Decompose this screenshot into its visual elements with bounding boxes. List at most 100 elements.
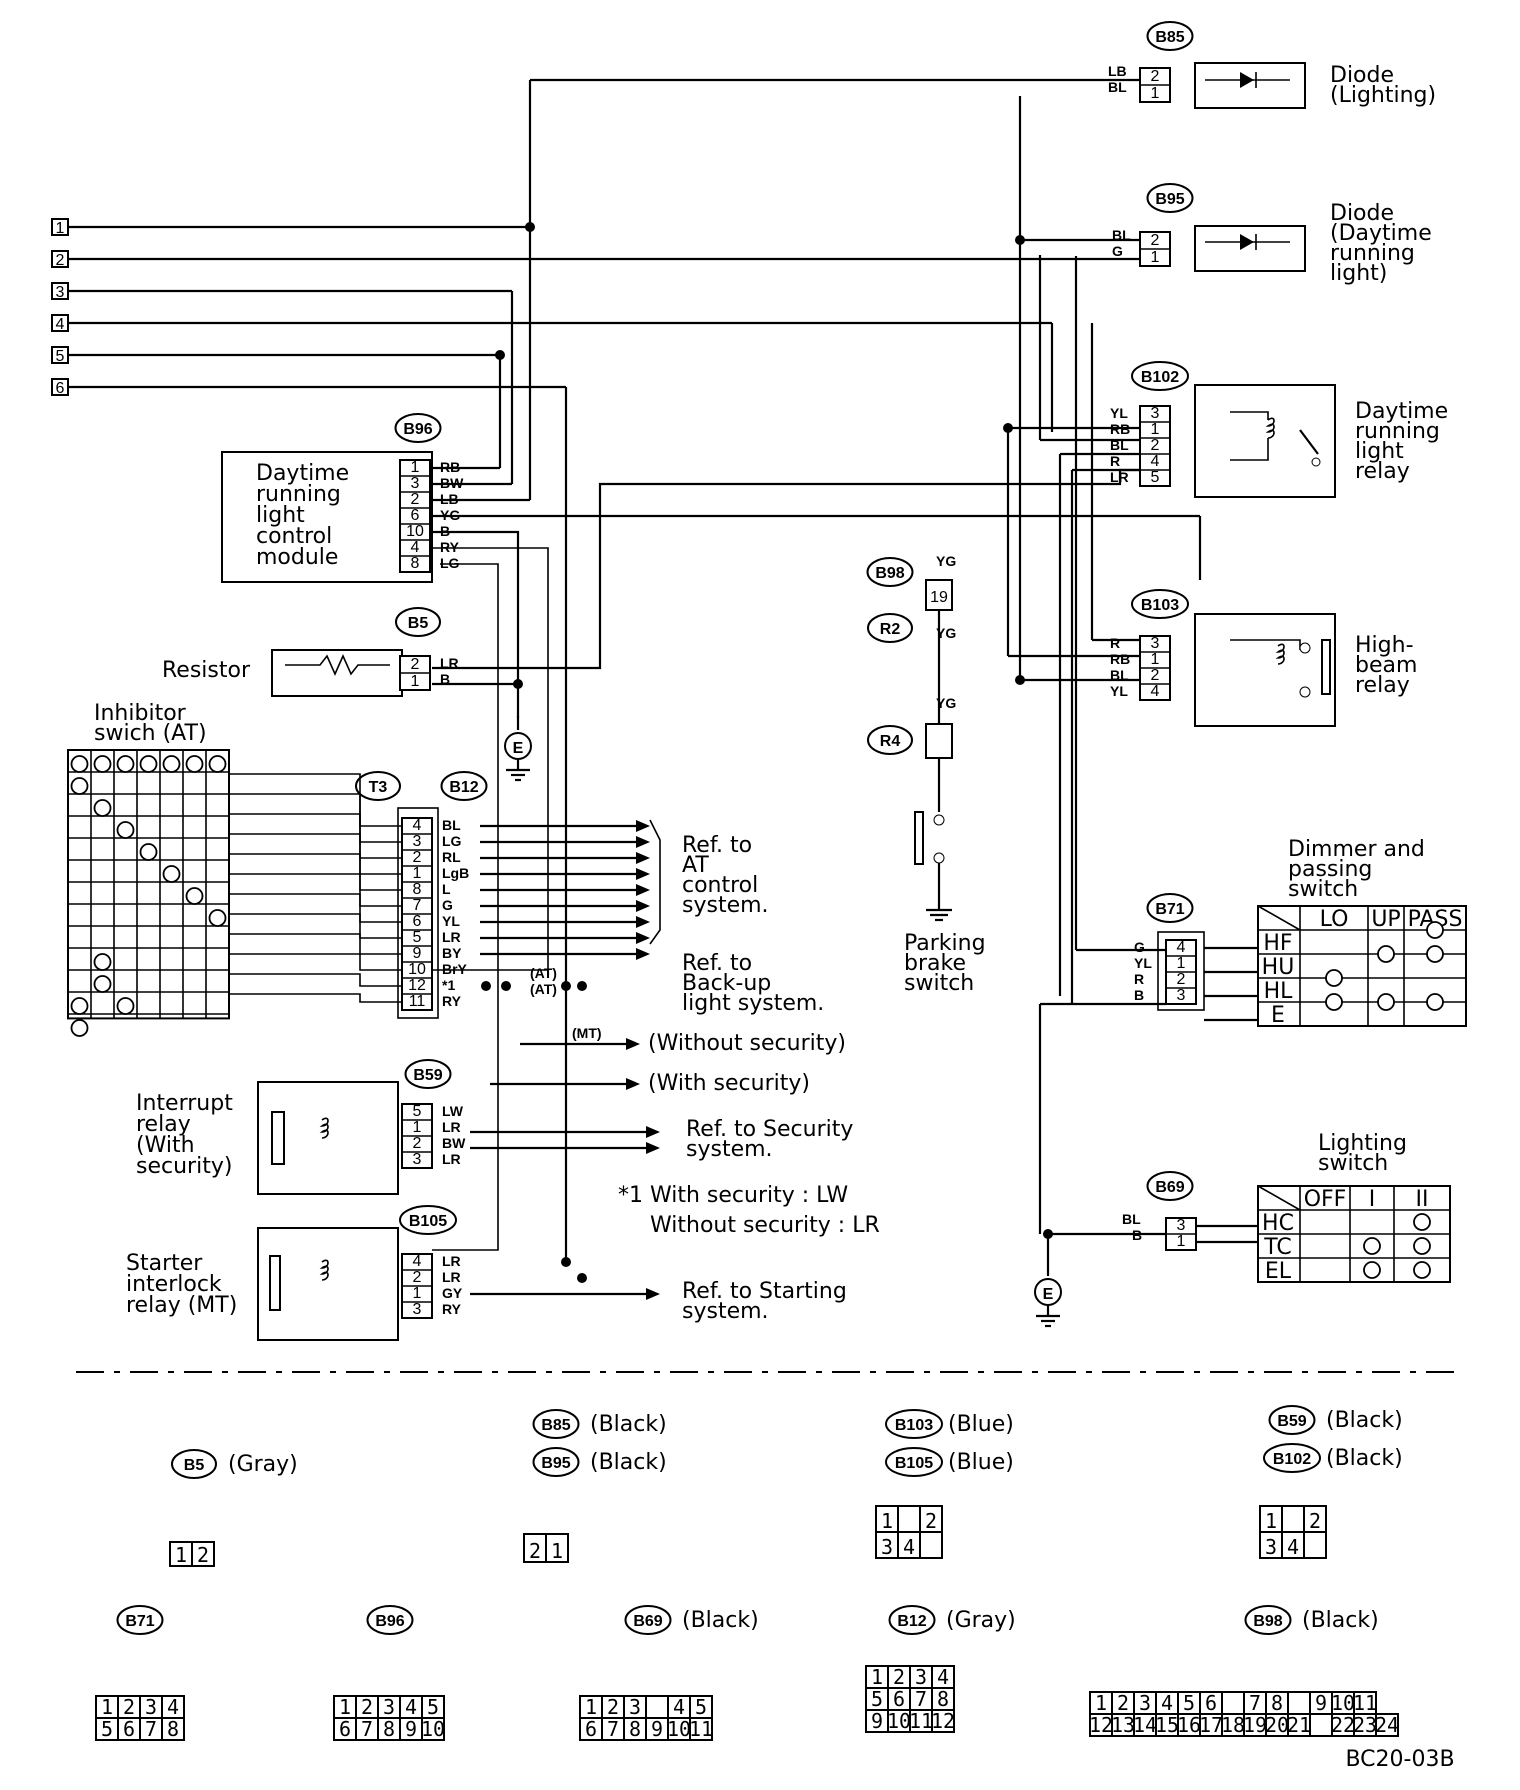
legend-connector-color: (Black) (1326, 1408, 1403, 1433)
b69-wire-color: BL (1122, 1211, 1141, 1227)
legend-connector-id-oval (1263, 1443, 1321, 1473)
dimmer-contact (1426, 945, 1444, 963)
inhibitor-contact (185, 887, 204, 905)
relay-coil (319, 1117, 329, 1139)
relay-box (1194, 613, 1336, 727)
note-star-2: Without security : LR (650, 1213, 880, 1238)
connector-cell-label: 7 (607, 1717, 619, 1741)
legend-connector-id: B5 (184, 1457, 205, 1474)
b96-pins (399, 459, 431, 573)
inhibitor-wire (229, 913, 402, 939)
b105-wire-color: RY (442, 1301, 462, 1317)
b102-pins (1139, 405, 1171, 487)
connector-cell-label: 5 (695, 1695, 707, 1719)
connector-cell-label: 2 (123, 1695, 135, 1719)
r4-pin-box (925, 723, 953, 759)
connector-cell-label: 1 (339, 1695, 351, 1719)
connector-cell-label: 3 (915, 1665, 927, 1689)
connector-cell-label: 2 (197, 1543, 209, 1567)
legend-connector-id: B95 (541, 1455, 570, 1472)
connector-cell-label: 7 (361, 1717, 373, 1741)
b105-pin: 2 (413, 1269, 422, 1286)
connector-cell-label: 9 (1315, 1691, 1327, 1715)
relay-coil (1265, 417, 1275, 439)
b102-id-oval (1131, 361, 1189, 391)
relay-box (257, 1227, 399, 1341)
connector-cell-label: 7 (1249, 1691, 1261, 1715)
b71-pin: 2 (1177, 971, 1186, 988)
connector-cell-label: 3 (1265, 1535, 1277, 1559)
b12-pin: 10 (408, 961, 426, 978)
b12-wire-color: BrY (442, 961, 468, 977)
inhibitor-contact (208, 909, 227, 927)
connector-cell-label: 4 (167, 1695, 179, 1719)
legend-connector-id-oval (624, 1605, 672, 1635)
b5-name: Resistor (162, 658, 251, 683)
b102-pin: 3 (1151, 405, 1160, 422)
connector-cell-label: 1 (101, 1695, 113, 1719)
b105-pin: 1 (413, 1285, 422, 1302)
b102-pin: 2 (1151, 437, 1160, 454)
b95-wire-color: G (1112, 243, 1123, 259)
connector-cell (1287, 1691, 1311, 1715)
switch-contact (933, 852, 945, 864)
b96-id: B96 (403, 421, 432, 438)
connector-cell (897, 1505, 921, 1533)
legend-connector-color: (Black) (1326, 1446, 1403, 1471)
wire (432, 547, 549, 971)
connector-cell (161, 1717, 185, 1741)
b102-pin: 5 (1151, 469, 1160, 486)
connector-cell-label: 10 (1331, 1691, 1355, 1715)
inhibitor-wire (229, 973, 402, 987)
connector-cell (1281, 1505, 1305, 1533)
inhibitor-wire (229, 893, 402, 923)
wire (432, 563, 499, 1251)
inhibitor-contact (116, 755, 135, 773)
connector-cell-label: 3 (629, 1695, 641, 1719)
b103-pin: 3 (1151, 635, 1160, 652)
connector-cell-label: 1 (1095, 1691, 1107, 1715)
connector-cell-label: 5 (427, 1695, 439, 1719)
terminal-number: 2 (56, 252, 65, 269)
connector-cell-label: 10 (667, 1717, 691, 1741)
b69-pin: 3 (1177, 1217, 1186, 1234)
b85-pin: 2 (1151, 68, 1160, 85)
dimmer-contact (1426, 993, 1444, 1011)
ground-label: E (1043, 1286, 1054, 1303)
inhibitor-wire (229, 933, 402, 955)
b96-wire-color: LG (440, 555, 460, 571)
junction-dot (577, 1273, 587, 1283)
connector-cell-label: 4 (1161, 1691, 1173, 1715)
inhibitor-grid (67, 749, 230, 1020)
inhibitor-contact (93, 799, 112, 817)
inhibitor-contact (70, 755, 89, 773)
note-at: (AT) (530, 965, 557, 981)
connector-cell-label: 7 (915, 1687, 927, 1711)
connector-cell-label: 21 (1287, 1713, 1311, 1737)
b71-pin: 3 (1177, 987, 1186, 1004)
b5-wire-color: B (440, 671, 450, 687)
b103-pin: 1 (1151, 651, 1160, 668)
legend-connector-id: B98 (1253, 1613, 1282, 1630)
lighting-row: TC (1263, 1235, 1292, 1260)
arrow-head (626, 1078, 640, 1090)
wire (649, 819, 661, 945)
connector-cell-label: 2 (529, 1539, 541, 1563)
resistor-box (271, 649, 403, 697)
relay-coil (319, 1259, 329, 1281)
legend-connector-id: B96 (375, 1613, 404, 1630)
legend-connector-id: B102 (1273, 1451, 1311, 1468)
legend-connector-id: B85 (541, 1417, 570, 1434)
r4-id-oval (867, 725, 913, 755)
connector-cell (931, 1709, 955, 1733)
switch-contact (933, 814, 945, 826)
b12-pin: 5 (413, 929, 422, 946)
connector-cell-label: 17 (1199, 1713, 1223, 1737)
connector-cell-label: 4 (937, 1665, 949, 1689)
b12-id-oval (440, 771, 488, 801)
b105-id: B105 (409, 1213, 447, 1230)
b12-wire-color: G (442, 897, 453, 913)
